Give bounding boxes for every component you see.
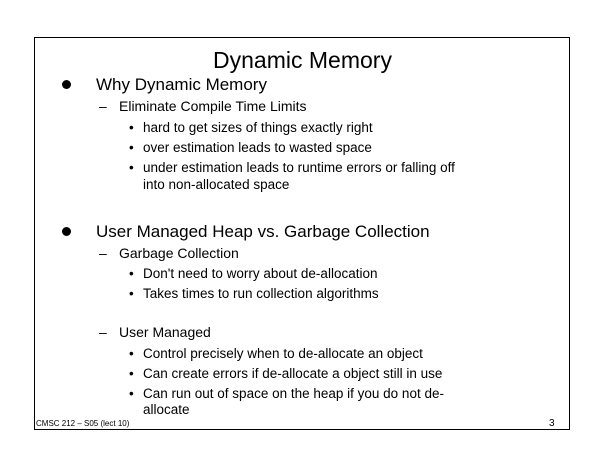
- bullet-dot-icon: •: [129, 386, 134, 401]
- dash-icon: –: [99, 98, 107, 114]
- list-item: Don't need to worry about de-allocation: [143, 266, 378, 281]
- list-item: under estimation leads to runtime errors…: [143, 160, 455, 175]
- section-bullet-icon: [62, 227, 71, 236]
- list-item: over estimation leads to wasted space: [143, 140, 372, 155]
- bullet-dot-icon: •: [129, 160, 134, 175]
- slide-title: Dynamic Memory: [213, 47, 392, 73]
- section-bullet-icon: [62, 80, 71, 89]
- list-item: Can create errors if de-allocate a objec…: [143, 366, 443, 381]
- dash-icon: –: [99, 245, 107, 261]
- page-number: 3: [549, 418, 555, 429]
- subsection-label: Eliminate Compile Time Limits: [119, 98, 307, 114]
- bullet-dot-icon: •: [129, 346, 134, 361]
- list-item-continuation: into non-allocated space: [143, 177, 290, 192]
- bullet-dot-icon: •: [129, 120, 134, 135]
- dash-icon: –: [99, 324, 107, 340]
- slide-frame: [34, 37, 570, 430]
- bullet-dot-icon: •: [129, 140, 134, 155]
- list-item: Takes times to run collection algorithms: [143, 286, 379, 301]
- section-heading: Why Dynamic Memory: [96, 75, 267, 94]
- list-item: Can run out of space on the heap if you …: [143, 386, 444, 401]
- list-item: Control precisely when to de-allocate an…: [143, 346, 423, 361]
- bullet-dot-icon: •: [129, 266, 134, 281]
- subsection-label: User Managed: [119, 324, 211, 340]
- bullet-dot-icon: •: [129, 366, 134, 381]
- slide-footer: CMSC 212 – S05 (lect 10): [36, 419, 130, 428]
- subsection-label: Garbage Collection: [119, 245, 239, 261]
- list-item-continuation: allocate: [143, 402, 190, 417]
- list-item: hard to get sizes of things exactly righ…: [143, 120, 373, 135]
- section-heading: User Managed Heap vs. Garbage Collection: [96, 222, 430, 241]
- bullet-dot-icon: •: [129, 286, 134, 301]
